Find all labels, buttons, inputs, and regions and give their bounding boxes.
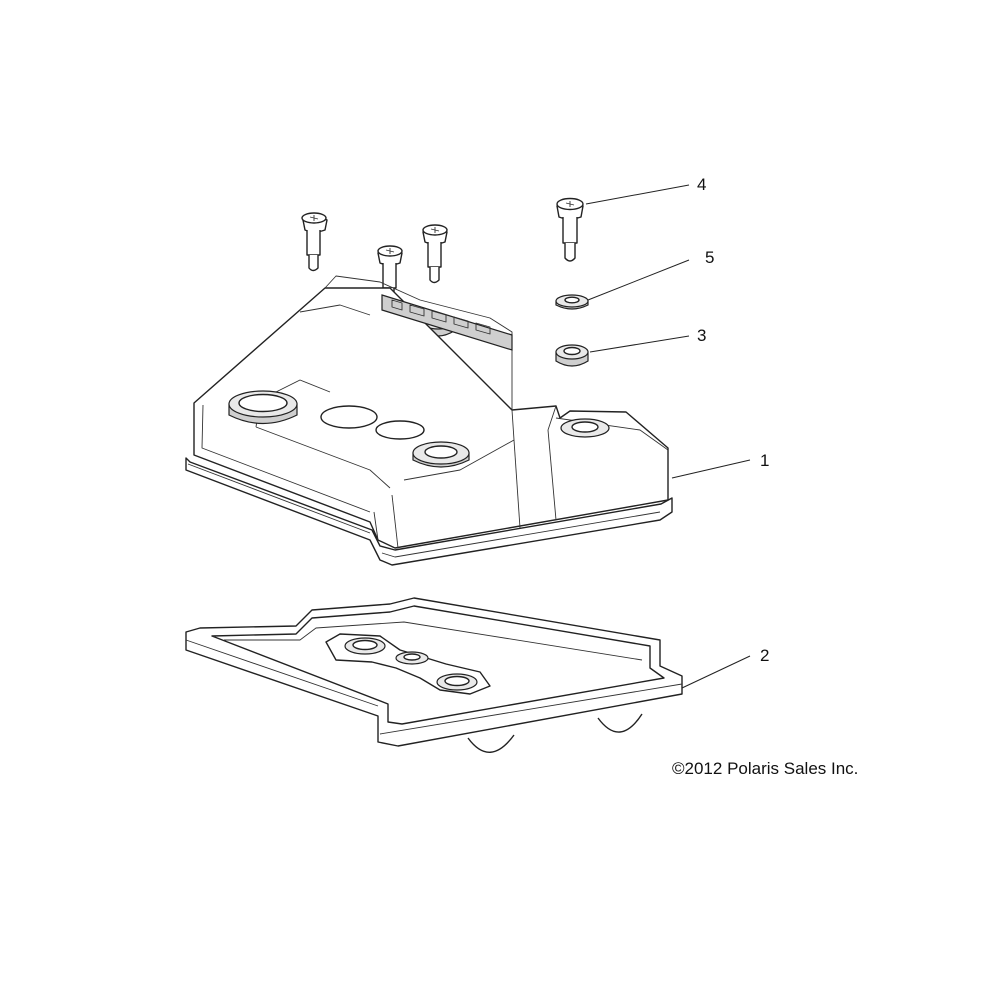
- leader-line-5: [587, 259, 690, 301]
- callout-4: 4: [697, 175, 706, 194]
- grommet-4: [555, 344, 589, 367]
- callout-1: 1: [760, 451, 769, 470]
- leader-line-3: [589, 335, 690, 353]
- gasket: [185, 597, 683, 753]
- leader-line-1: [671, 459, 751, 479]
- valve-cover: [185, 275, 673, 566]
- leader-line-2: [681, 655, 751, 689]
- callout-5: 5: [705, 248, 714, 267]
- callout-3: 3: [697, 326, 706, 345]
- washer: [555, 294, 589, 310]
- bolt-1: [301, 212, 328, 272]
- callout-2: 2: [760, 646, 769, 665]
- copyright-notice: ©2012 Polaris Sales Inc.: [672, 759, 859, 778]
- bolt-3: [422, 224, 448, 284]
- bolt-4: [556, 197, 584, 262]
- leader-line-4: [585, 184, 690, 205]
